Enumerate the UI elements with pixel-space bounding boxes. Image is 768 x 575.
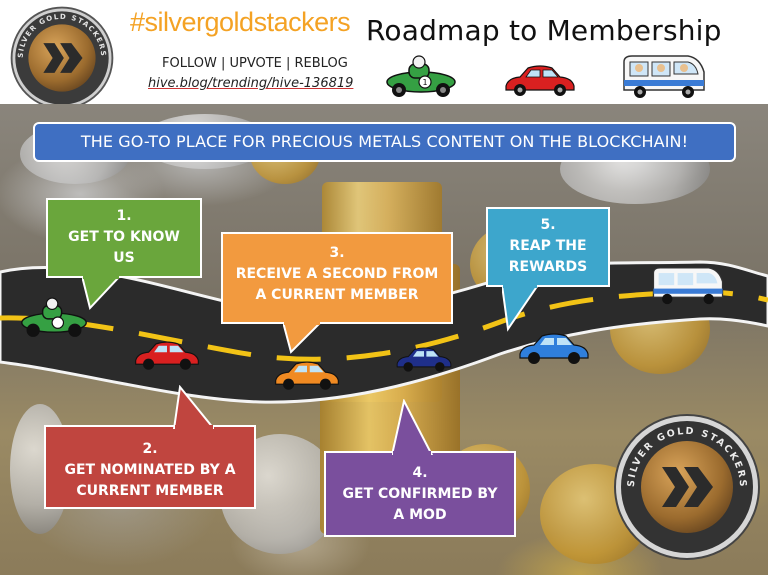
step-2-line1: GET NOMINATED BY A [64,462,236,478]
step-1-bubble: 1. GET TO KNOW US [46,198,202,310]
blue-car-icon [519,333,589,364]
step-1-line2: US [113,250,135,266]
step-2-line2: CURRENT MEMBER [76,483,224,499]
step-4-line2: A MOD [393,507,447,523]
step-1-tail [82,276,122,310]
page-title: Roadmap to Membership [366,14,722,47]
svg-text:1: 1 [422,78,427,87]
step-2-number: 2. [142,441,158,457]
header: SILVER GOLD STACKERS #silvergoldstackers… [0,0,768,110]
step-2-tail [172,385,214,429]
step-3-bubble: 3. RECEIVE A SECOND FROM A CURRENT MEMBE… [221,232,453,354]
follow-text: FOLLOW | UPVOTE | REBLOG [162,56,348,71]
step-5-number: 5. [540,217,556,233]
step-5-line2: REWARDS [508,259,588,275]
step-3-line2: A CURRENT MEMBER [255,287,419,303]
camper-van-icon [652,267,724,305]
hive-logo-icon: SILVER GOLD STACKERS [10,6,114,110]
green-race-car-icon: 1 [386,55,456,97]
camper-van-icon [623,55,705,98]
tagline-banner: THE GO-TO PLACE FOR PRECIOUS METALS CONT… [33,122,736,162]
hive-logo-icon: SILVER GOLD STACKERS [614,414,760,560]
step-3-number: 3. [329,245,345,261]
step-1-number: 1. [116,208,132,224]
community-link[interactable]: hive.blog/trending/hive-136819 [148,76,354,91]
step-5-tail [502,285,540,332]
red-car-icon [135,341,199,370]
step-5-bubble: 5. REAP THE REWARDS [486,207,610,332]
navy-car-icon [396,347,452,372]
step-3-tail [283,322,323,354]
green-race-car-icon [21,297,87,337]
step-4-number: 4. [412,465,428,481]
step-4-tail [392,399,434,455]
hashtag-title: #silvergoldstackers [130,7,351,37]
step-5-line1: REAP THE [509,238,587,254]
step-2-bubble: 2. GET NOMINATED BY A CURRENT MEMBER [44,385,256,509]
orange-car-icon [275,361,339,390]
step-4-line1: GET CONFIRMED BY [342,486,498,502]
step-4-bubble: 4. GET CONFIRMED BY A MOD [324,399,516,537]
step-3-line1: RECEIVE A SECOND FROM [235,266,439,282]
red-car-icon [505,65,575,96]
step-1-line1: GET TO KNOW [68,229,180,245]
